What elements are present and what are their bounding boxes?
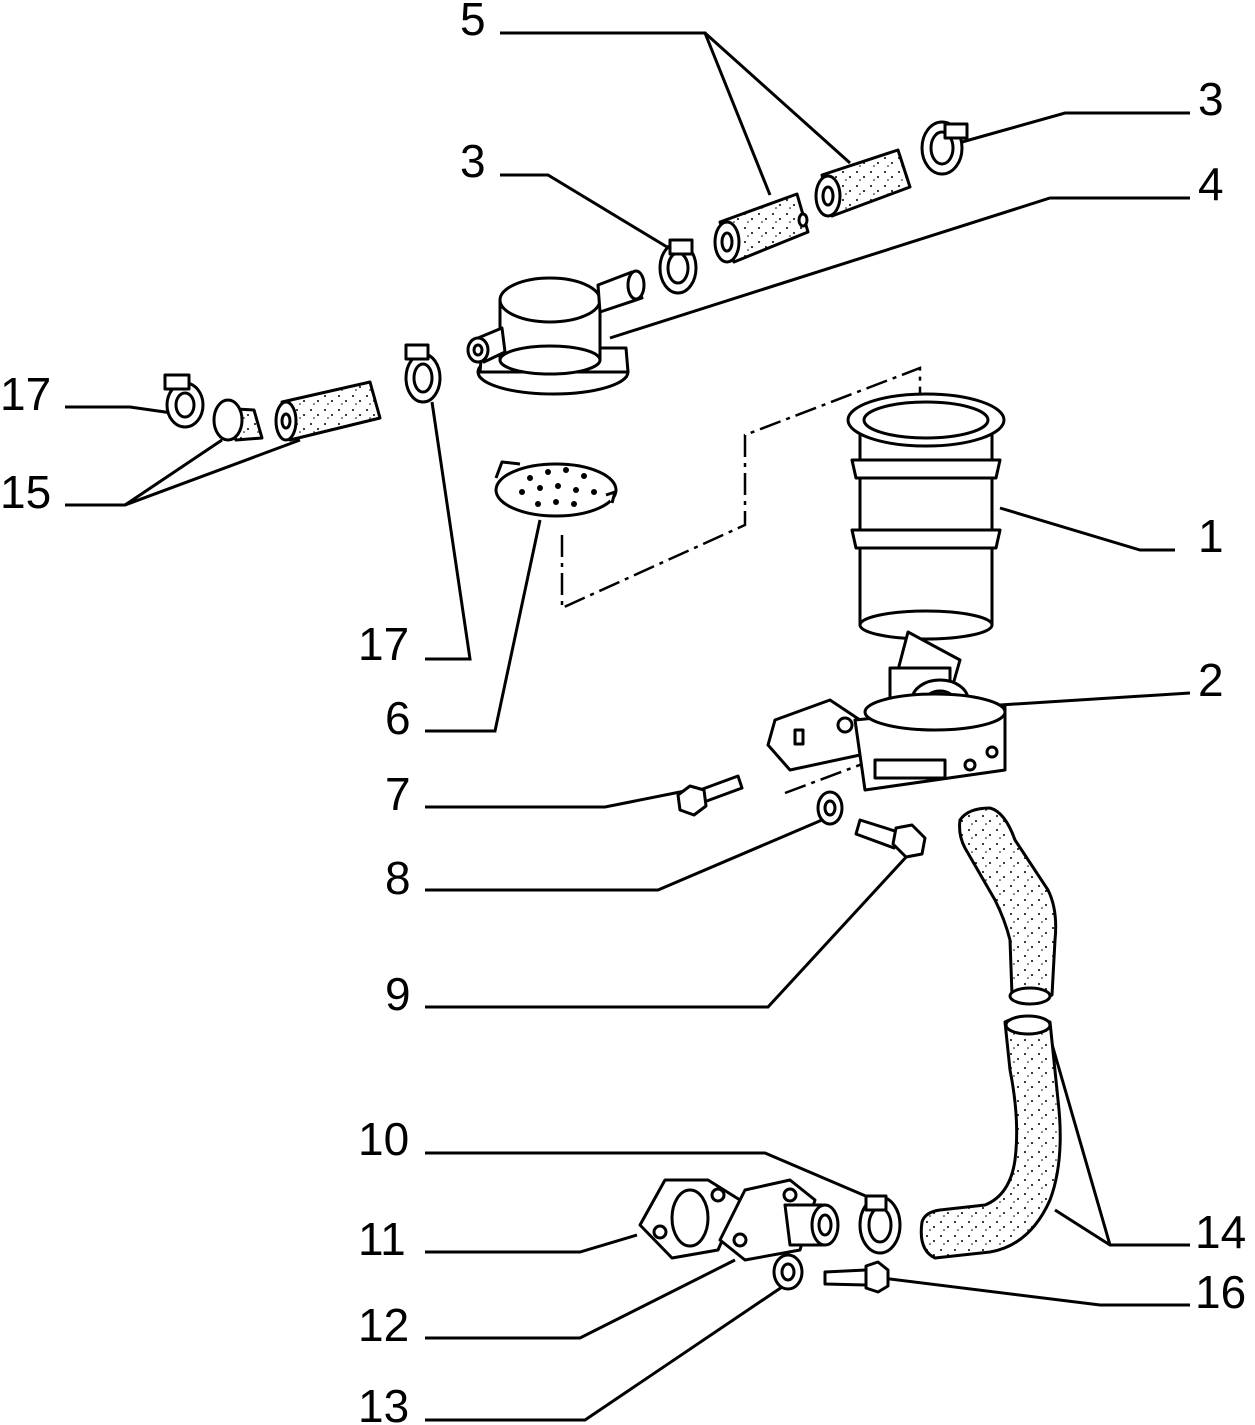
callout-7: 7 xyxy=(385,768,411,820)
valve-cap-part-4 xyxy=(466,269,646,396)
hose-part-15b xyxy=(274,380,382,442)
callout-16: 16 xyxy=(1195,1266,1246,1318)
callout-5: 5 xyxy=(460,0,486,45)
assembly-axis-line xyxy=(560,366,922,610)
bracket-part-2 xyxy=(766,630,1007,792)
gasket-part-11 xyxy=(638,1178,742,1260)
washer-part-13 xyxy=(772,1253,804,1291)
callout-4: 4 xyxy=(1198,158,1224,210)
callout-3: 3 xyxy=(460,135,486,187)
callout-1: 1 xyxy=(1198,510,1224,562)
hose-part-5a xyxy=(713,192,810,264)
washer-part-8 xyxy=(816,790,844,826)
callout-11: 11 xyxy=(358,1213,406,1265)
hose-part-15a xyxy=(212,398,264,442)
bolt-axis-line xyxy=(784,761,866,795)
callout-2: 2 xyxy=(1198,654,1224,706)
callout-10: 10 xyxy=(358,1113,409,1165)
hose-clamp-part-17a xyxy=(163,373,205,429)
hose-part-14a xyxy=(958,806,1058,1006)
bolt-part-16 xyxy=(823,1260,890,1294)
hose-clamp-part-3a xyxy=(658,238,698,295)
canister-part-1 xyxy=(846,392,1006,641)
callout-8: 8 xyxy=(385,852,411,904)
callout-3: 3 xyxy=(1198,73,1224,125)
callout-12: 12 xyxy=(358,1299,409,1351)
flange-fitting-part-12 xyxy=(718,1178,840,1262)
hose-clamp-part-10 xyxy=(858,1194,902,1255)
bolt-part-7 xyxy=(676,774,744,817)
hose-part-14b xyxy=(919,1014,1062,1260)
hose-part-5b xyxy=(814,148,912,218)
callout-17: 17 xyxy=(358,618,409,670)
callout-17: 17 xyxy=(0,368,51,420)
callout-13: 13 xyxy=(358,1380,409,1425)
callout-6: 6 xyxy=(385,692,411,744)
callout-9: 9 xyxy=(385,968,411,1020)
callout-14: 14 xyxy=(1195,1206,1246,1258)
leader-lines xyxy=(65,31,1191,1422)
hose-clamp-part-17b xyxy=(404,343,442,404)
filter-mesh-part-6 xyxy=(494,460,618,518)
hose-clamp-part-3b xyxy=(920,120,969,176)
bolt-part-9 xyxy=(854,818,927,859)
callout-15: 15 xyxy=(0,466,51,518)
